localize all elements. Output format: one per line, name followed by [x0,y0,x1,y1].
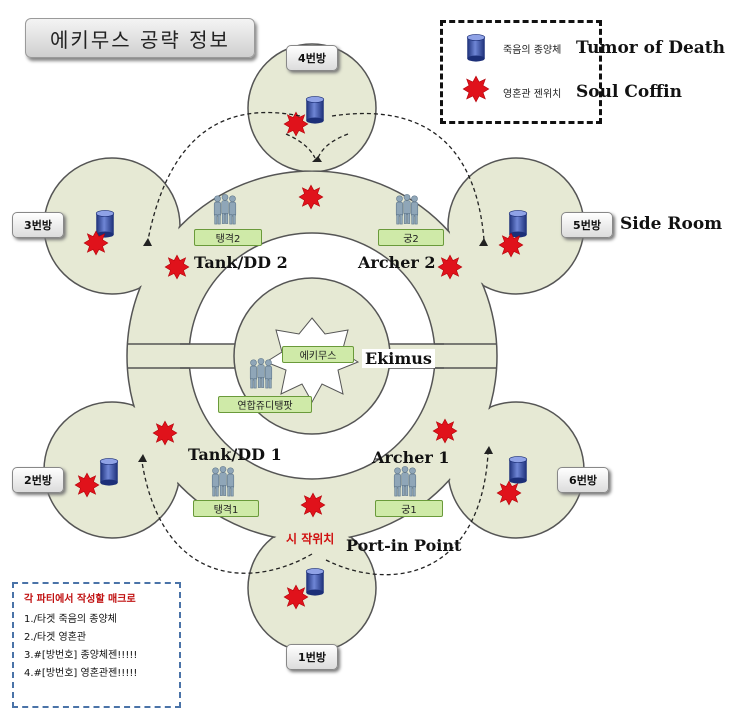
macro-line: 1./타겟 죽음의 종양체 [24,614,117,625]
macro-line: 2./타겟 영혼관 [24,632,87,643]
soul-coffin-icon [496,480,522,506]
soul-coffin-icon [498,232,524,258]
side-room-label: Side Room [620,214,723,234]
party-tag-archer2: 궁2 [378,229,444,246]
label-archer1: Archer 1 [372,448,450,467]
macro-title: 각 파티에서 작성할 매크로 [24,594,136,605]
room3-tag: 3번방 [12,212,64,238]
soul-coffin-icon [83,230,109,256]
label-tank-dd2: Tank/DD 2 [194,253,288,272]
soul-coffin-icon [283,584,309,610]
legend-tumor-en: Tumor of Death [576,38,726,58]
party-tag-tank1: 탱격1 [193,500,259,517]
room4-tag: 4번방 [286,45,338,71]
legend-coffin-ko: 영혼관 젠위치 [503,89,562,100]
soul-coffin-icon [74,472,100,498]
label-archer2: Archer 2 [358,253,436,272]
movement-arrows [141,111,489,576]
legend-tumor-ko: 죽음의 종양체 [503,45,562,56]
label-ekimus: Ekimus [362,349,435,368]
tumor-icon [508,456,528,484]
label-portin-point: Port-in Point [346,536,462,555]
soul-coffin-icon [300,492,326,518]
tumor-icon [305,96,325,124]
macro-line: 3.#[방번호] 종양체젠!!!!! [24,650,138,661]
page-title: 에키무스 공략 정보 [25,18,255,58]
soul-coffin-icon [437,254,463,280]
soul-coffin-icon [164,254,190,280]
label-tank-dd1: Tank/DD 1 [188,445,282,464]
soul-coffin-icon [432,418,458,444]
room2-tag: 2번방 [12,467,64,493]
soul-coffin-icon [152,420,178,446]
party-tag-boss: 에키무스 [282,346,354,363]
room6-tag: 6번방 [557,467,609,493]
soul-coffin-icon [283,111,309,137]
macro-line: 4.#[방번호] 영혼관젠!!!!! [24,668,138,679]
tumor-icon [99,458,119,486]
label-start-position: 시 작위치 [286,532,335,546]
tumor-icon [508,210,528,238]
tumor-icon [305,568,325,596]
room5-tag: 5번방 [561,212,613,238]
arrow-heads [138,156,493,462]
legend-box: 죽음의 종양체 영혼관 젠위치 [440,20,602,124]
room1-tag: 1번방 [286,644,338,670]
macro-box: 각 파티에서 작성할 매크로 1./타겟 죽음의 종양체 2./타겟 영혼관 3… [12,582,181,708]
party-tag-union: 연합쥬디탱팟 [218,396,312,413]
party-tag-archer1: 궁1 [375,500,443,517]
party-tag-tank2: 탱격2 [194,229,262,246]
legend-coffin-en: Soul Coffin [576,82,682,102]
soul-coffin-icon [298,184,324,210]
